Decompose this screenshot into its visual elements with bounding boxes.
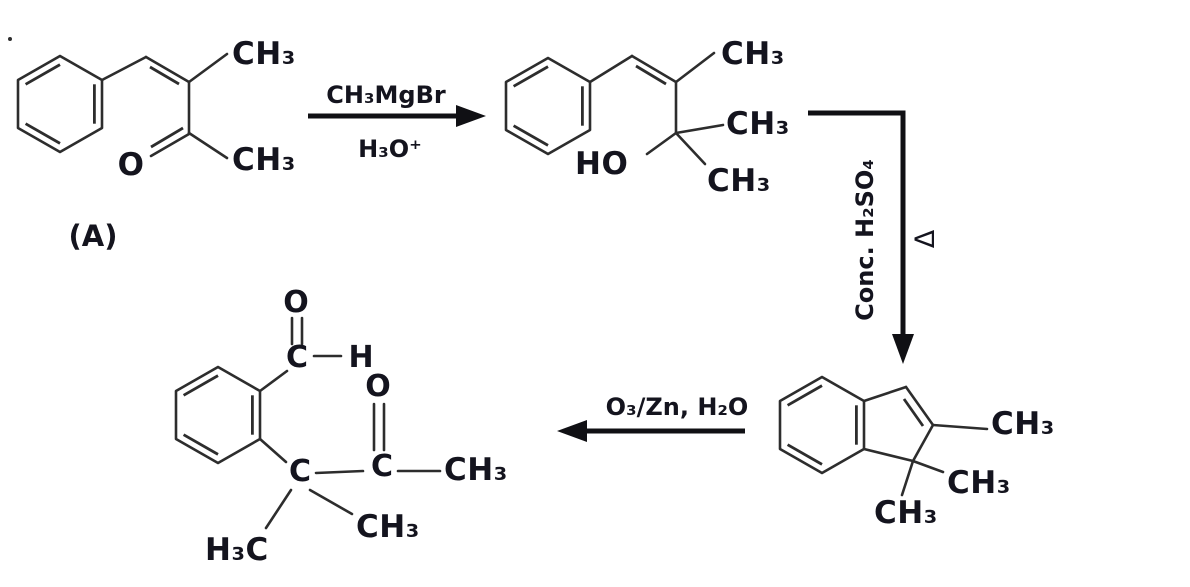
compound-a-methyl-top-label: CH₃ [232,36,296,72]
bond [264,488,293,530]
compound-c-methyl-c2-label: CH₃ [991,406,1055,442]
compound-d-aldehyde-hydrogen-label: H [348,340,373,375]
compound-b-methyl-top-label: CH₃ [721,36,785,72]
compound-d-benzylic-carbon-label: C [289,454,311,489]
benzene-ring [174,365,262,465]
step2-arrow: Conc. H₂SO₄ Δ [808,110,941,364]
bond [149,132,191,158]
bond [645,131,678,156]
bond [674,51,716,84]
benzene-ring [778,375,866,475]
double-bond-line [902,398,925,427]
arrow-shaft [808,110,906,338]
double-bond-line [150,126,184,149]
compound-c-methyl-c1-bottom-label: CH₃ [874,495,938,531]
step1-arrow: CH₃MgBr H₃O⁺ [308,81,486,163]
bond [100,55,148,82]
bond [862,447,915,463]
compound-a-name-label: (A) [69,219,118,253]
step2-heat-delta-label: Δ [910,229,941,248]
scan-artifact-dot [8,37,12,41]
compound-a-structure: CH₃ CH₃ O (A) [16,36,296,253]
compound-b-methyl-right-label: CH₃ [726,106,790,142]
step1-reagent-above-label: CH₃MgBr [326,81,446,109]
bond [904,385,935,427]
bond [588,54,634,84]
bond [931,423,989,431]
bond [258,369,289,393]
compound-b-structure: CH₃ CH₃ CH₃ HO [504,36,790,199]
bond [674,123,725,135]
compound-d-methyl-right-label: CH₃ [356,509,420,545]
compound-b-methyl-bottom-label: CH₃ [707,163,771,199]
benzene-ring [504,56,592,156]
arrow-head [557,420,587,442]
bond [911,423,935,463]
benzene-ring [16,54,104,154]
bond [258,437,288,464]
compound-d-ketone-carbon-label: C [371,449,393,484]
compound-d-aldehyde-carbon-label: C [286,340,308,375]
bond [674,131,707,166]
bond [911,459,945,474]
arrow-head [456,105,486,127]
bond [900,459,915,497]
compound-a-carbonyl-oxygen-label: O [118,147,145,183]
bond [314,469,365,475]
compound-a-methyl-bottom-label: CH₃ [232,142,296,178]
compound-b-hydroxyl-label: HO [575,146,628,182]
double-bond-line [635,64,667,86]
double-bond-line [149,65,180,86]
compound-c-structure: CH₃ CH₃ CH₃ [778,375,1055,531]
compound-d-ketone-methyl-label: CH₃ [444,452,508,488]
compound-c-methyl-c1-right-label: CH₃ [947,465,1011,501]
step3-reagent-label: O₃/Zn, H₂O [606,393,749,421]
compound-d-structure: C O H C C O CH₃ H₃C CH₃ [174,285,508,568]
step1-reagent-below-label: H₃O⁺ [358,135,422,163]
step3-arrow: O₃/Zn, H₂O [557,393,748,442]
compound-d-methyl-left-label: H₃C [205,532,269,568]
bond [630,54,678,84]
bond [187,131,229,160]
compound-d-ketone-oxygen-label: O [365,369,391,404]
bond [187,52,229,84]
bond [308,488,354,516]
bond [144,55,191,84]
arrow-head [892,334,914,364]
step2-reagent-label: Conc. H₂SO₄ [851,159,879,321]
bond [862,385,908,403]
compound-d-aldehyde-oxygen-label: O [283,285,309,320]
